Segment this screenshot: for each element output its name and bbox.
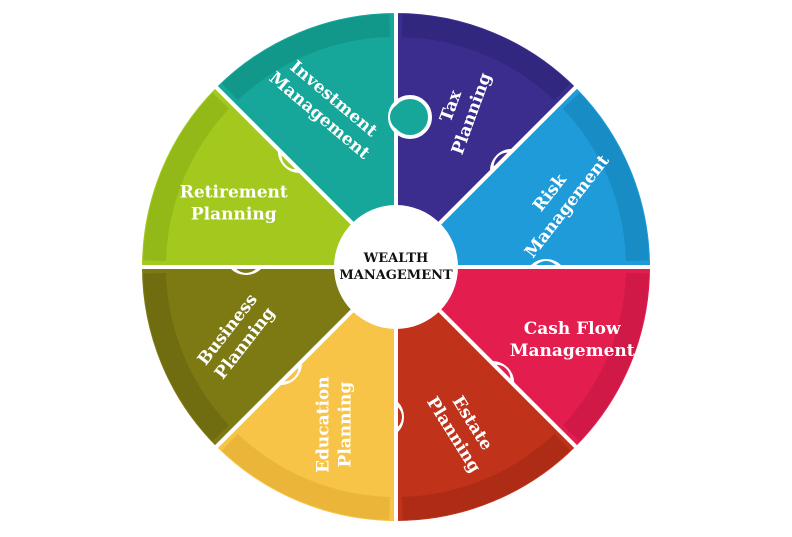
segment-rim-retirement-planning bbox=[143, 92, 230, 261]
segment-label-line2: Management bbox=[510, 341, 635, 361]
segment-label-line2: Planning bbox=[335, 382, 355, 468]
segment-label-line1: Cash Flow bbox=[524, 319, 621, 339]
segment-label-line2: Planning bbox=[191, 204, 277, 224]
center-hub: WEALTH MANAGEMENT bbox=[334, 205, 458, 329]
segment-rim-tax-planning bbox=[402, 14, 571, 101]
segment-label-line1: Retirement bbox=[180, 182, 288, 202]
segment-rim-cash-flow-management bbox=[562, 273, 649, 442]
segments-layer bbox=[137, 8, 655, 526]
puzzle-knob-neck-investment-management bbox=[390, 103, 418, 131]
center-title-line2: MANAGEMENT bbox=[339, 268, 453, 283]
segment-rim-business-planning bbox=[143, 273, 230, 442]
segment-rim-investment-management bbox=[221, 14, 390, 101]
segment-rim-education-planning bbox=[221, 433, 390, 520]
center-circle bbox=[334, 205, 458, 329]
segment-rim-estate-planning bbox=[402, 433, 571, 520]
segment-label-line1: Education bbox=[313, 376, 333, 473]
center-title-line1: WEALTH bbox=[363, 251, 429, 266]
segment-rim-risk-management bbox=[562, 92, 649, 261]
